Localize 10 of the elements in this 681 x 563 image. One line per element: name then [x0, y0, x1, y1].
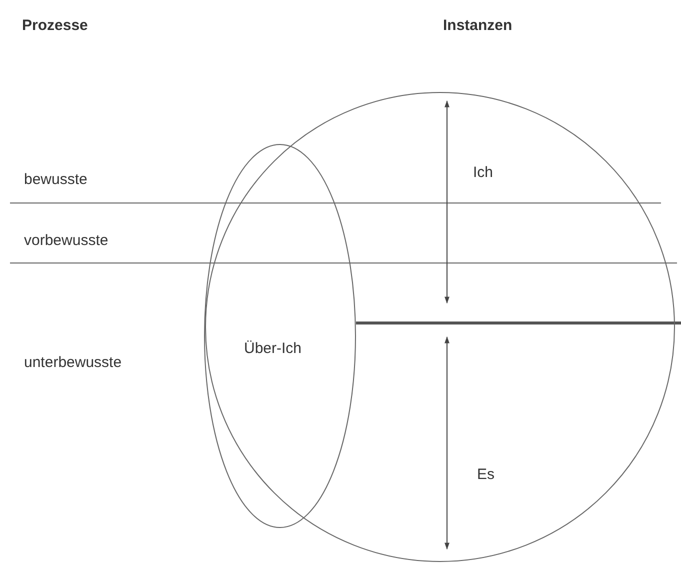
region-label: Über-Ich: [244, 341, 302, 356]
circle-outline: [205, 92, 675, 562]
region-label: Ich: [473, 165, 494, 180]
region-label: Es: [477, 467, 495, 482]
column-heading: Prozesse: [22, 18, 88, 33]
ellipse-outline: [204, 144, 356, 528]
level-label: unterbewusste: [24, 355, 122, 370]
column-heading: Instanzen: [443, 18, 512, 33]
level-label: bewusste: [24, 172, 88, 187]
level-label: vorbewusste: [24, 233, 108, 248]
